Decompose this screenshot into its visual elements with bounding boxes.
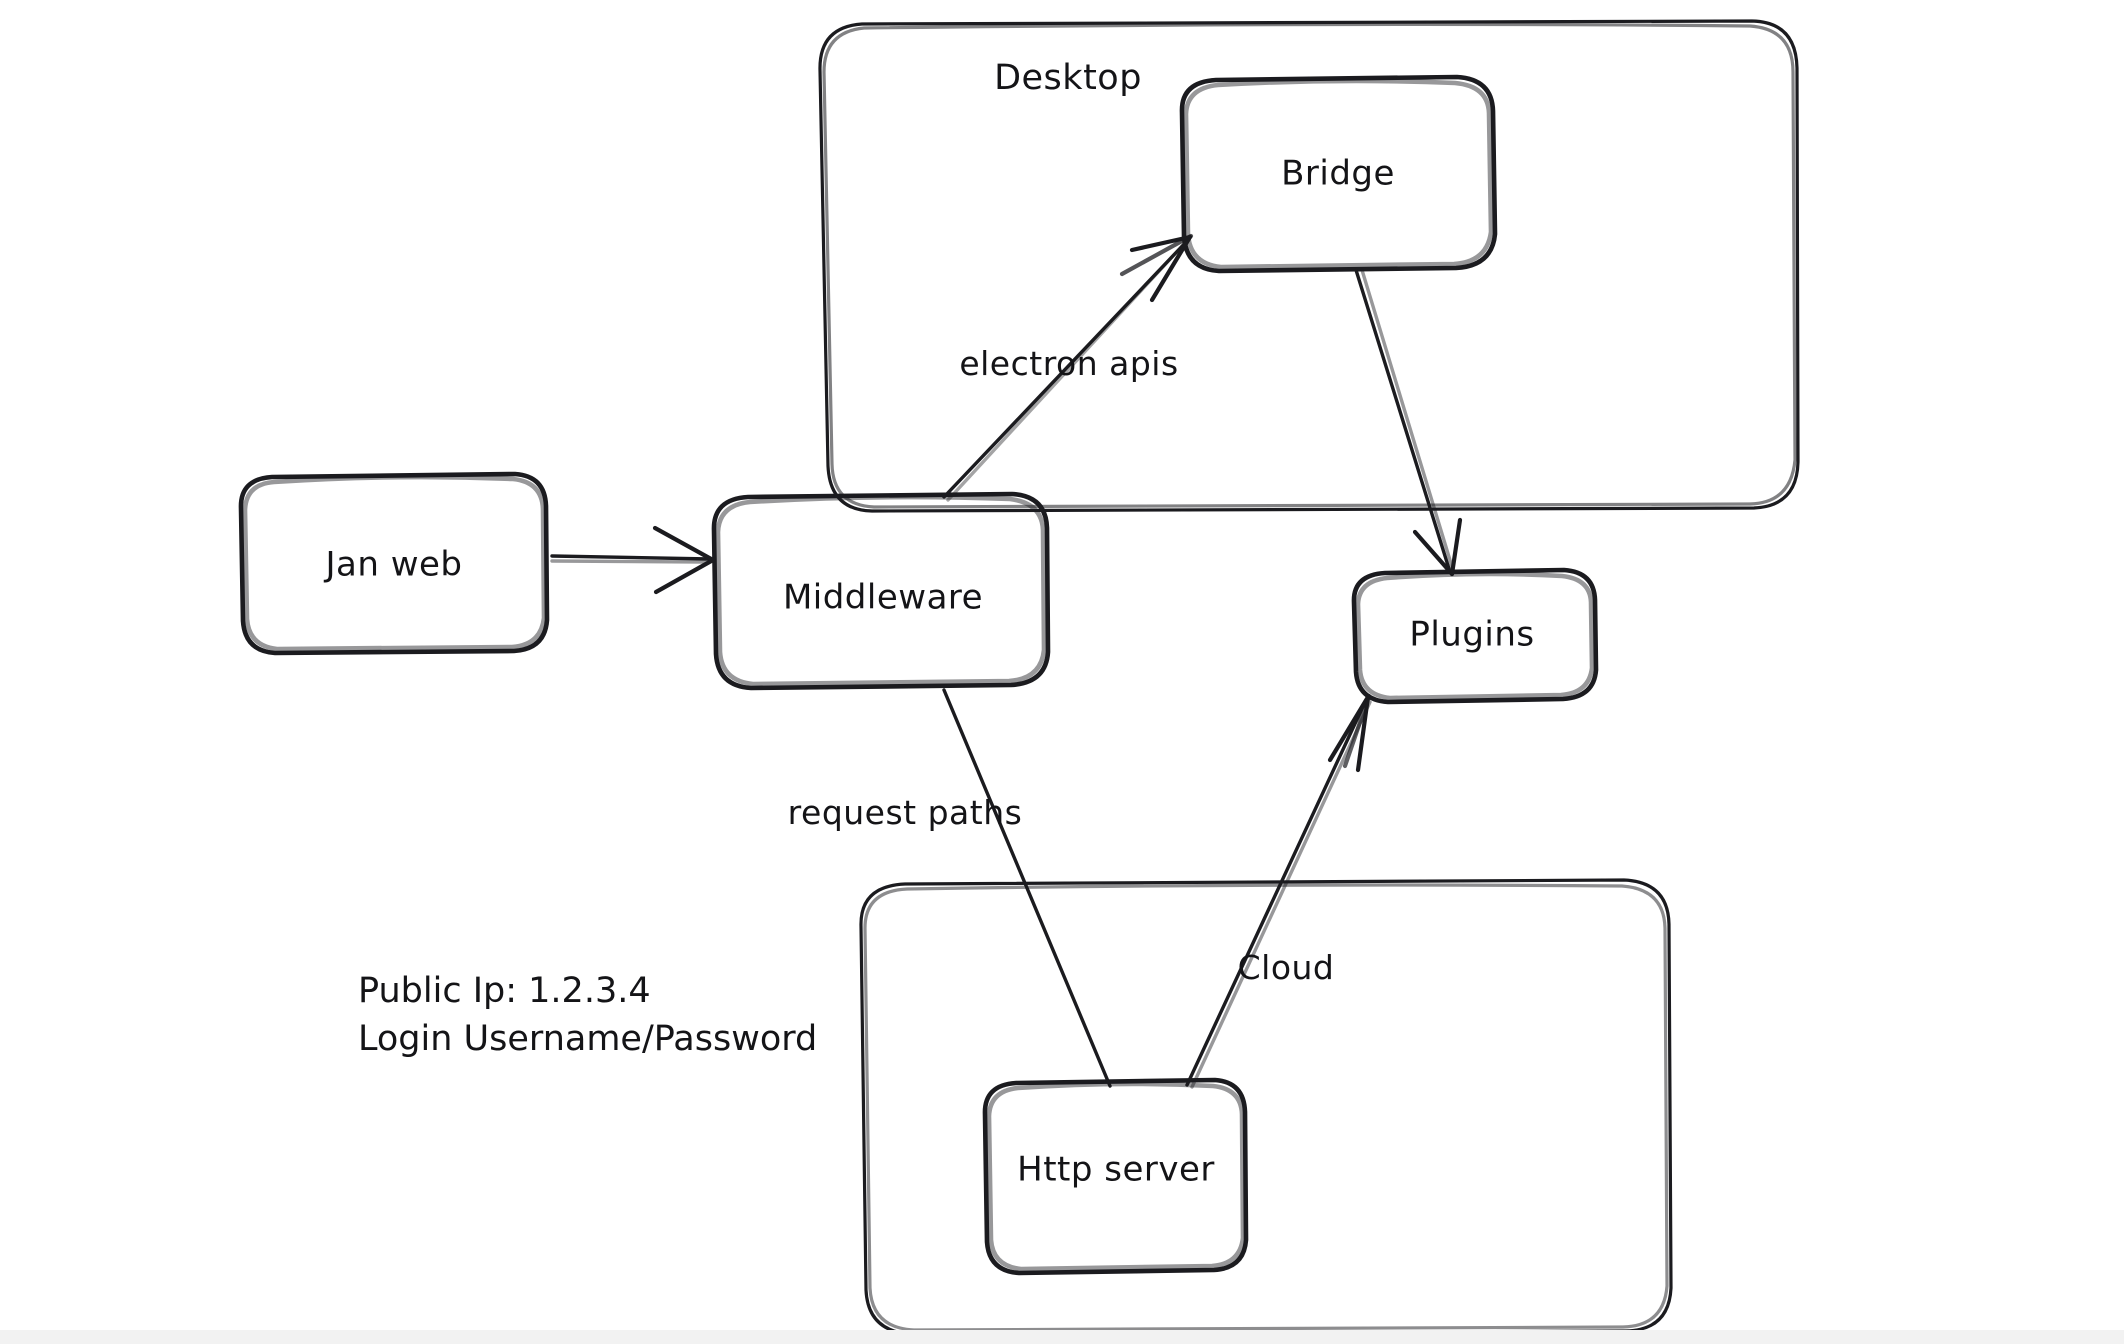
node-middleware-shape xyxy=(711,491,1051,691)
node-jan-web-shape xyxy=(238,471,550,656)
bottom-edge-strip xyxy=(0,1330,2124,1344)
edge-janweb-to-middleware xyxy=(550,525,716,595)
node-label-bridge: Bridge xyxy=(1281,153,1395,194)
node-label-plugins: Plugins xyxy=(1409,614,1535,655)
edge-httpserver-to-middleware xyxy=(942,688,1112,1088)
node-http-server-shape xyxy=(982,1077,1249,1276)
node-label-middleware: Middleware xyxy=(782,577,984,618)
node-plugins-shape xyxy=(1351,567,1599,705)
credentials-note: Public Ip: 1.2.3.4 Login Username/Passwo… xyxy=(358,967,817,1064)
edge-bridge-to-plugins xyxy=(1354,268,1463,577)
edge-label-electron-apis: electron apis xyxy=(959,344,1179,384)
edge-middleware-to-bridge xyxy=(942,233,1194,502)
container-label-desktop: Desktop xyxy=(994,57,1142,98)
note-public-ip: Public Ip: 1.2.3.4 xyxy=(358,971,651,1011)
node-label-http-server: Http server xyxy=(1017,1149,1215,1190)
edge-label-cloud: Cloud xyxy=(1237,948,1335,988)
container-desktop-shape xyxy=(818,19,1800,513)
node-label-jan-web: Jan web xyxy=(325,544,463,585)
note-login: Login Username/Password xyxy=(358,1019,818,1060)
edge-httpserver-to-plugins xyxy=(1185,693,1372,1089)
edge-label-request-paths: request paths xyxy=(787,793,1023,833)
node-bridge-shape xyxy=(1179,74,1498,274)
